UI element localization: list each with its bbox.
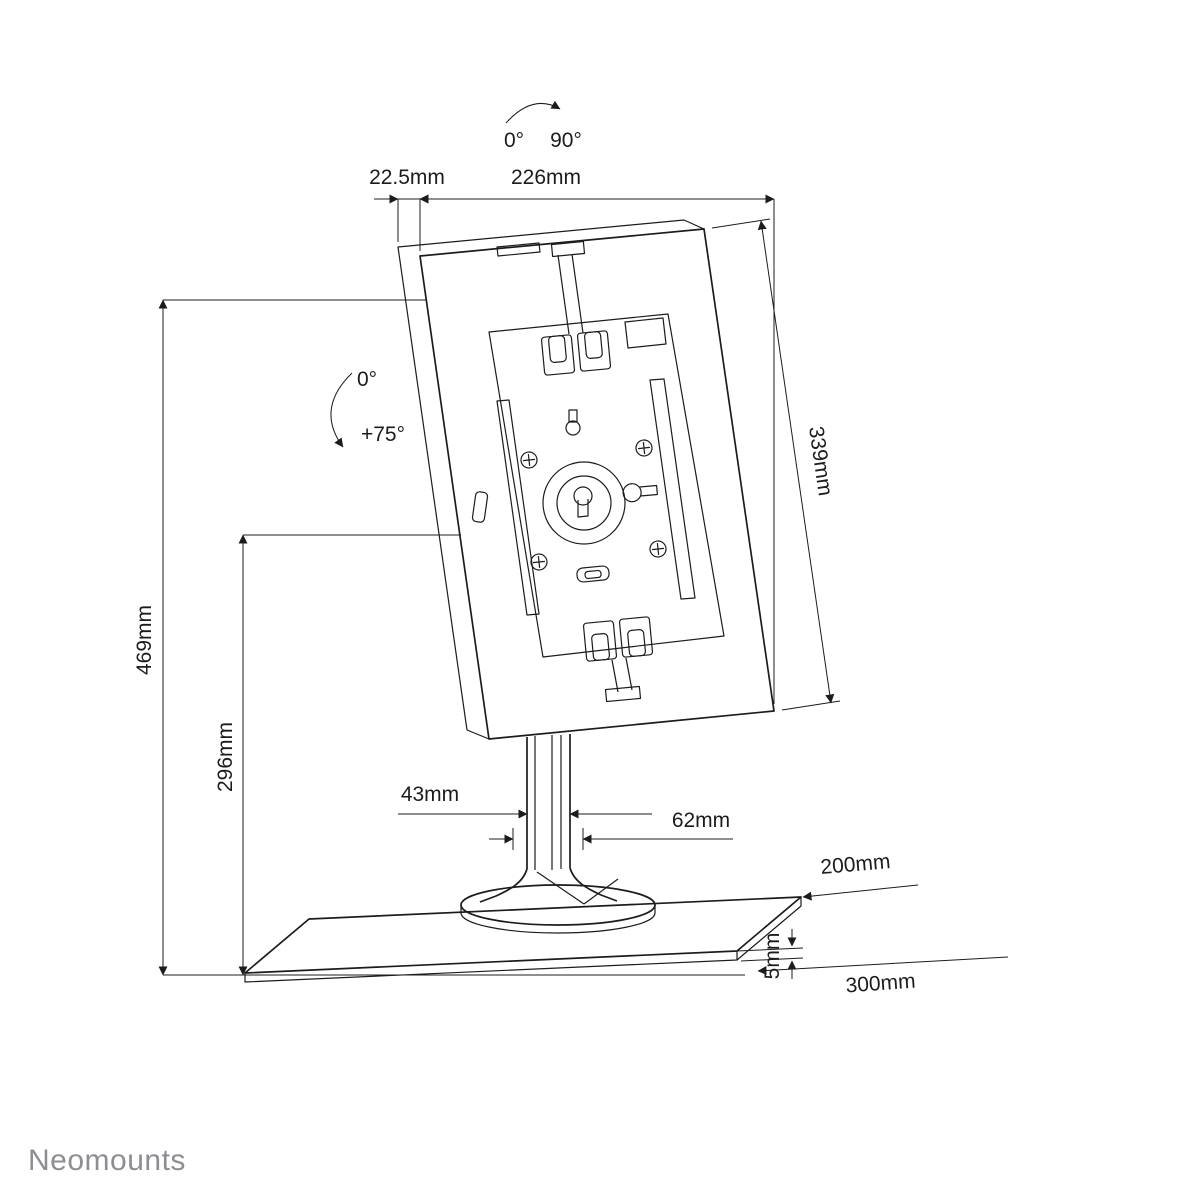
- dim-top-offset-label: 22.5mm: [369, 166, 445, 189]
- dim-center-height-label: 296mm: [214, 722, 237, 792]
- dim-width-label: 226mm: [511, 166, 581, 189]
- base-cone-and-disc: [460, 867, 656, 934]
- bottom-clamp: [582, 616, 654, 703]
- dim-panel-height-label: 339mm: [804, 425, 837, 498]
- dim-total-height-label: 469mm: [133, 605, 156, 675]
- plate-side-slots: [496, 378, 696, 616]
- cone-crease: [536, 871, 619, 905]
- dimension-lines: [158, 100, 1009, 979]
- dim-base-thickness-label: 5mm: [761, 933, 784, 980]
- lower-slot: [576, 565, 610, 583]
- tilt-end-label: +75°: [361, 423, 405, 446]
- base-plate: [244, 896, 802, 983]
- keyhole: [565, 409, 581, 436]
- swivel-end-label: 90°: [550, 129, 582, 152]
- stand-pole: [526, 734, 571, 870]
- side-lock: [471, 491, 489, 523]
- top-clamp: [540, 240, 612, 376]
- screw-top-right: [635, 439, 653, 457]
- swivel-start-label: 0°: [504, 129, 524, 152]
- swivel-arc: [505, 100, 561, 124]
- screw-bottom-left: [530, 553, 548, 571]
- dim-base-width-label: 300mm: [845, 970, 916, 998]
- camera-slot: [496, 242, 541, 257]
- right-slot: [649, 378, 696, 600]
- dim-pole-depth-label: 62mm: [672, 809, 730, 832]
- left-slot: [496, 399, 540, 616]
- plate-corner-cutout: [624, 317, 667, 349]
- tilt-arc: [330, 372, 353, 448]
- mount-plate: [488, 313, 725, 658]
- rotation-hub: [542, 461, 626, 545]
- dim-pole-width-label: 43mm: [401, 783, 459, 806]
- screw-bottom-right: [649, 540, 667, 558]
- dim-base-depth-label: 200mm: [820, 850, 892, 879]
- tablet-enclosure-outline: [397, 219, 775, 740]
- thumb-bolt: [622, 483, 658, 503]
- tilt-start-label: 0°: [357, 368, 377, 391]
- screw-top-left: [520, 451, 538, 469]
- brand-logo-text: Neomounts: [28, 1144, 186, 1177]
